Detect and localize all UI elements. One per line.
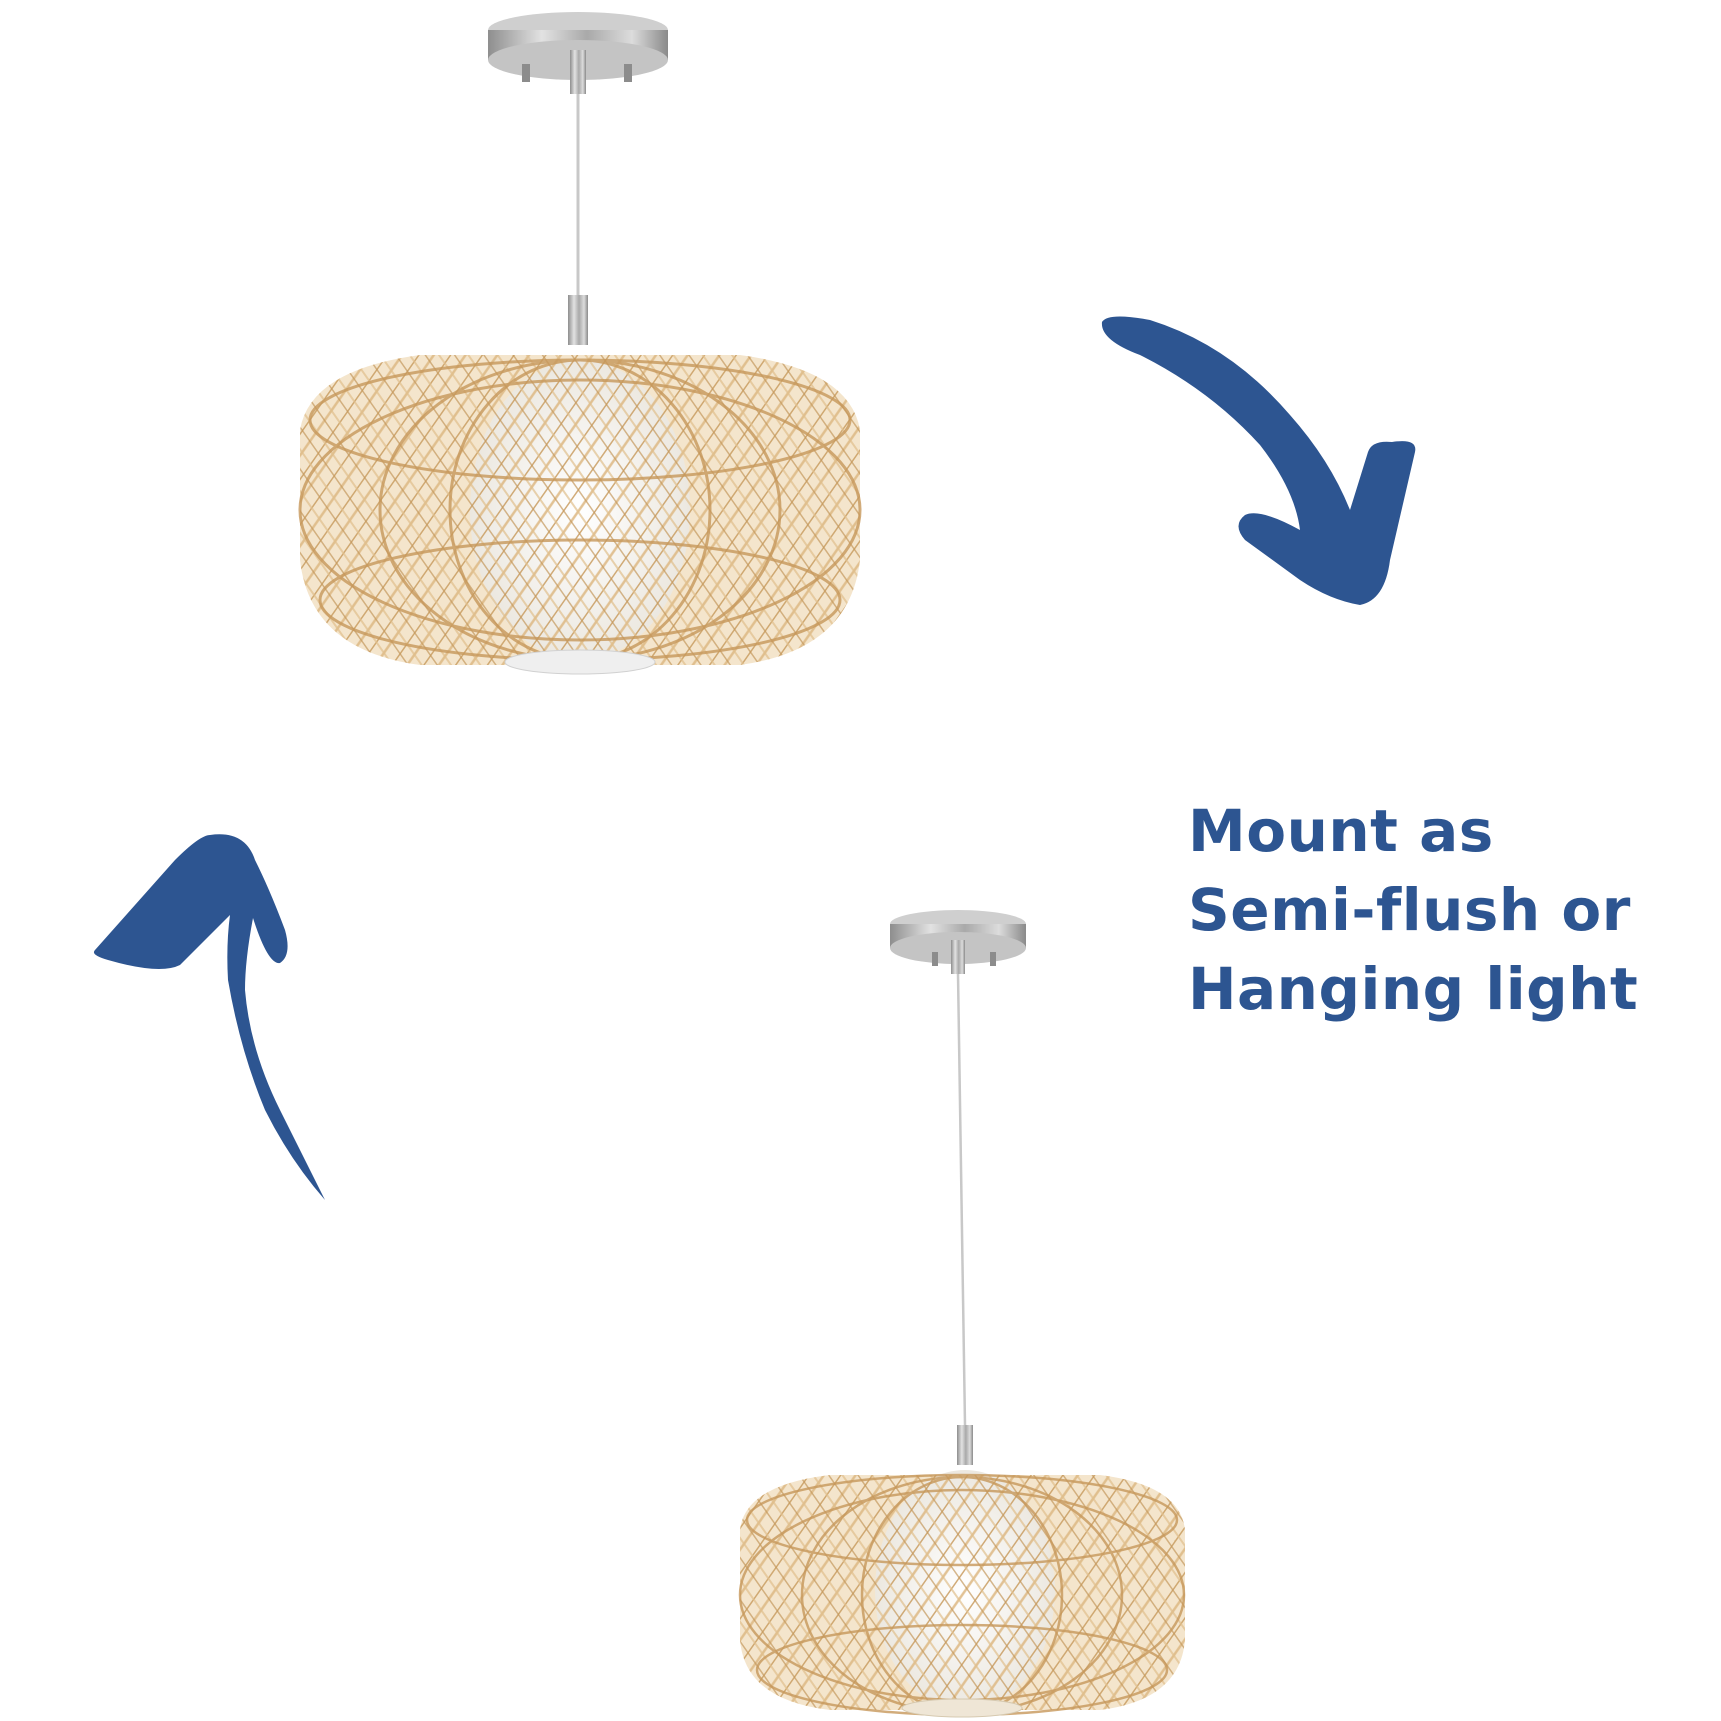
bottom-lamp <box>738 910 1186 1718</box>
top-lamp <box>298 12 862 675</box>
curved-arrow-down-right-icon <box>1101 316 1416 605</box>
rattan-shade <box>738 1470 1186 1718</box>
ceiling-canopy <box>488 12 668 94</box>
caption-line-1: Mount as <box>1188 797 1494 865</box>
mount-caption: Mount as Semi-flush or Hanging light <box>1188 792 1688 1029</box>
rattan-shade <box>298 355 862 675</box>
curved-arrow-up-left-icon <box>93 834 325 1200</box>
ceiling-canopy <box>890 910 1026 974</box>
socket-cap <box>957 1425 973 1465</box>
cord <box>956 973 967 1426</box>
socket-cap <box>568 295 588 345</box>
caption-line-2: Semi-flush or <box>1188 876 1631 944</box>
caption-line-3: Hanging light <box>1188 955 1639 1023</box>
